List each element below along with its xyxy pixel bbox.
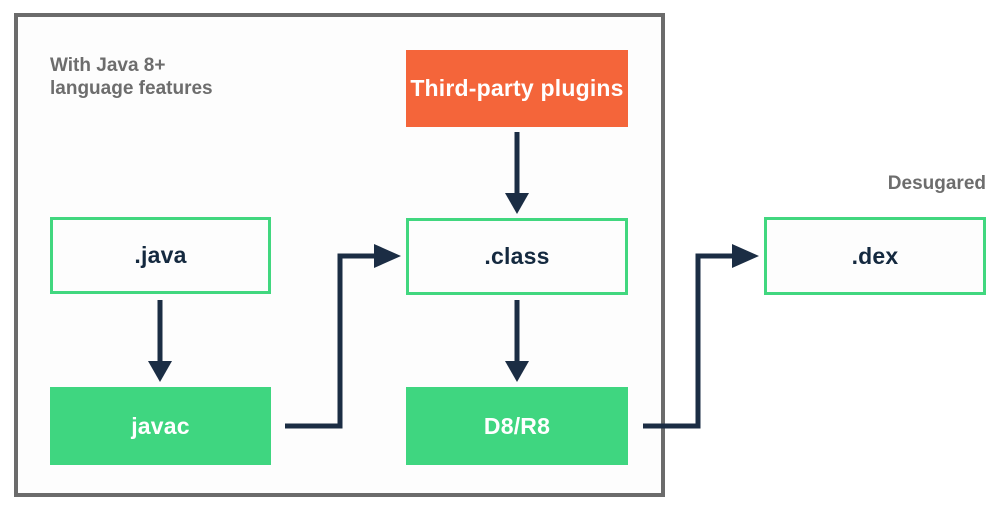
node-third-party-plugins[interactable]: Third-party plugins <box>406 50 628 127</box>
node-label: javac <box>131 412 190 439</box>
arrowhead-icon <box>732 244 759 268</box>
java8-language-features-caption: With Java 8+ language features <box>50 55 213 99</box>
node-dex-file[interactable]: .dex <box>764 217 986 295</box>
node-label: D8/R8 <box>483 412 551 439</box>
desugared-caption: Desugared <box>887 173 986 194</box>
node-javac[interactable]: javac <box>50 387 271 465</box>
node-label: Third-party plugins <box>410 75 624 101</box>
node-label: .java <box>134 242 187 268</box>
node-java-source[interactable]: .java <box>50 217 271 294</box>
node-label: .dex <box>851 242 899 269</box>
node-label: .class <box>484 243 550 269</box>
node-d8-r8[interactable]: D8/R8 <box>406 387 628 465</box>
node-class-file[interactable]: .class <box>406 218 628 295</box>
